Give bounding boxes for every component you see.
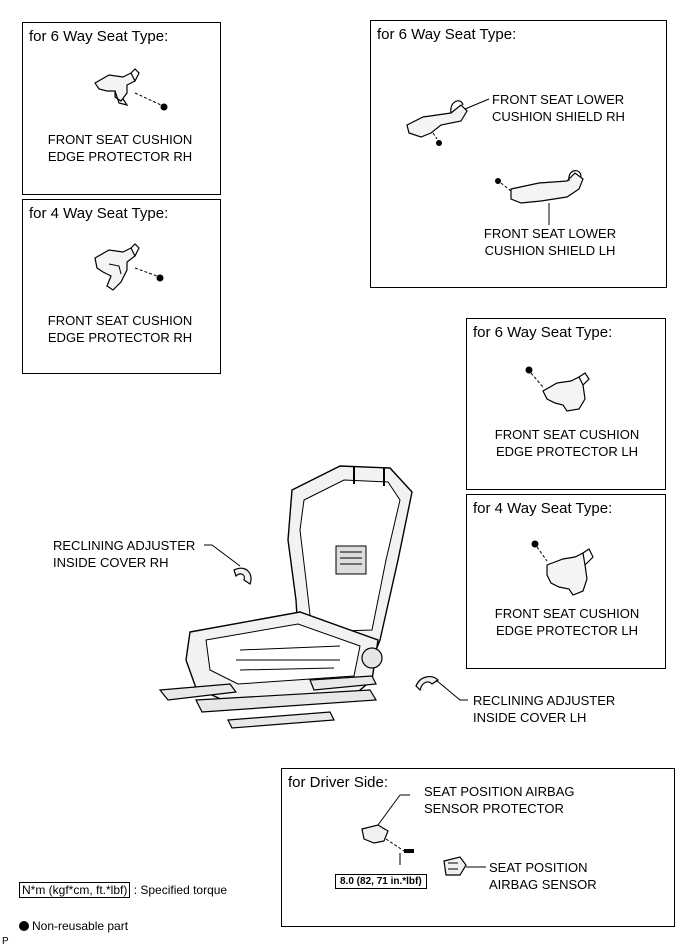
- panel-title: for Driver Side:: [288, 774, 389, 791]
- edge-protector-lh-illustration: [525, 366, 590, 412]
- lower-cushion-shield-lh-illustration: [495, 170, 584, 225]
- panel-title: for 6 Way Seat Type:: [473, 324, 613, 341]
- lower-cushion-shield-rh-illustration: [406, 98, 490, 146]
- torque-desc: : Specified torque: [133, 883, 228, 897]
- torque-unit: N*m (kgf*cm, ft.*lbf): [19, 882, 131, 898]
- nonreusable-legend: Non-reusable part: [19, 919, 128, 933]
- airbag-sensor-protector-illustration: [361, 794, 414, 865]
- airbag-sensor-illustration: [443, 856, 486, 876]
- panel-title: for 4 Way Seat Type:: [473, 500, 613, 517]
- nonreusable-dot-icon: [19, 921, 29, 931]
- edge-protector-rh-illustration: [94, 243, 164, 291]
- edge-protector-lh-illustration: [531, 540, 594, 596]
- corner-code: P: [2, 936, 9, 947]
- panel-title: for 4 Way Seat Type:: [29, 205, 169, 222]
- panel-title: for 6 Way Seat Type:: [377, 26, 517, 43]
- torque-value: 8.0 (82, 71 in.*lbf): [335, 874, 427, 889]
- torque-legend: N*m (kgf*cm, ft.*lbf) : Specified torque: [19, 882, 228, 898]
- nonreusable-label: Non-reusable part: [32, 919, 129, 933]
- panel-title: for 6 Way Seat Type:: [29, 28, 169, 45]
- edge-protector-rh-illustration: [94, 68, 168, 111]
